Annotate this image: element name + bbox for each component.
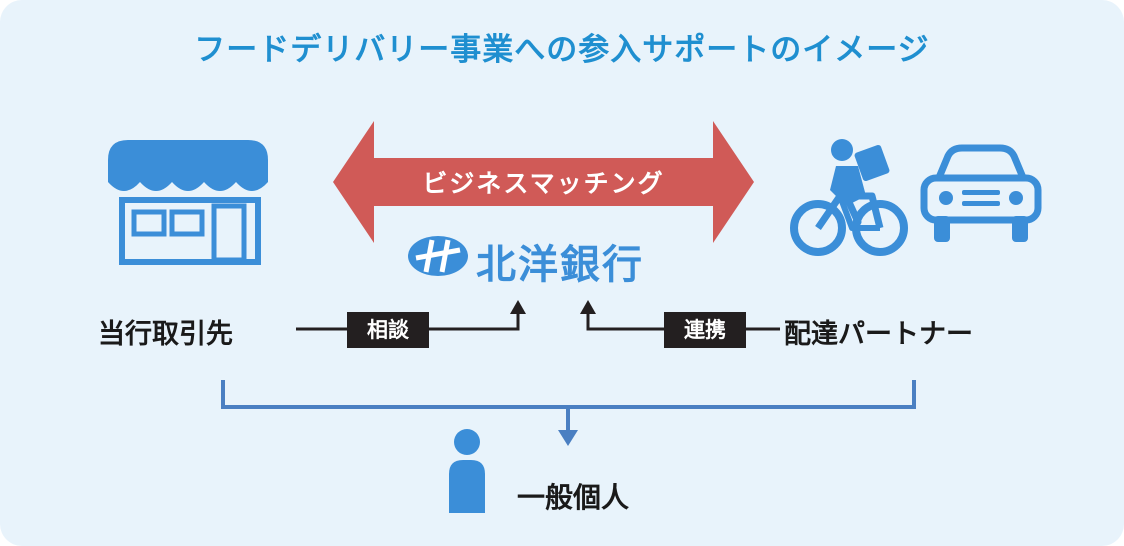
diagram-title: フードデリバリー事業への参入サポートのイメージ: [194, 32, 930, 68]
bracket-connector: [221, 380, 916, 432]
bicycle-courier-icon: [790, 139, 908, 256]
partnership-tag: 連携: [664, 312, 746, 348]
delivery-partner-label: 配達パートナー: [784, 319, 973, 350]
partner-arrowhead: [580, 300, 596, 314]
client-company-label: 当行取引先: [98, 319, 233, 350]
store-icon: [108, 140, 268, 265]
consult-arrowhead: [510, 300, 526, 314]
business-matching-arrow: [333, 121, 754, 243]
bank-logo-icon: [408, 236, 468, 276]
down-arrowhead: [558, 430, 578, 446]
general-individual-label: 一般個人: [517, 481, 630, 514]
bank-name: 北洋銀行: [476, 242, 644, 288]
person-icon: [449, 429, 485, 513]
car-icon: [920, 144, 1042, 242]
business-matching-label: ビジネスマッチング: [422, 169, 665, 198]
consultation-tag: 相談: [347, 312, 429, 348]
